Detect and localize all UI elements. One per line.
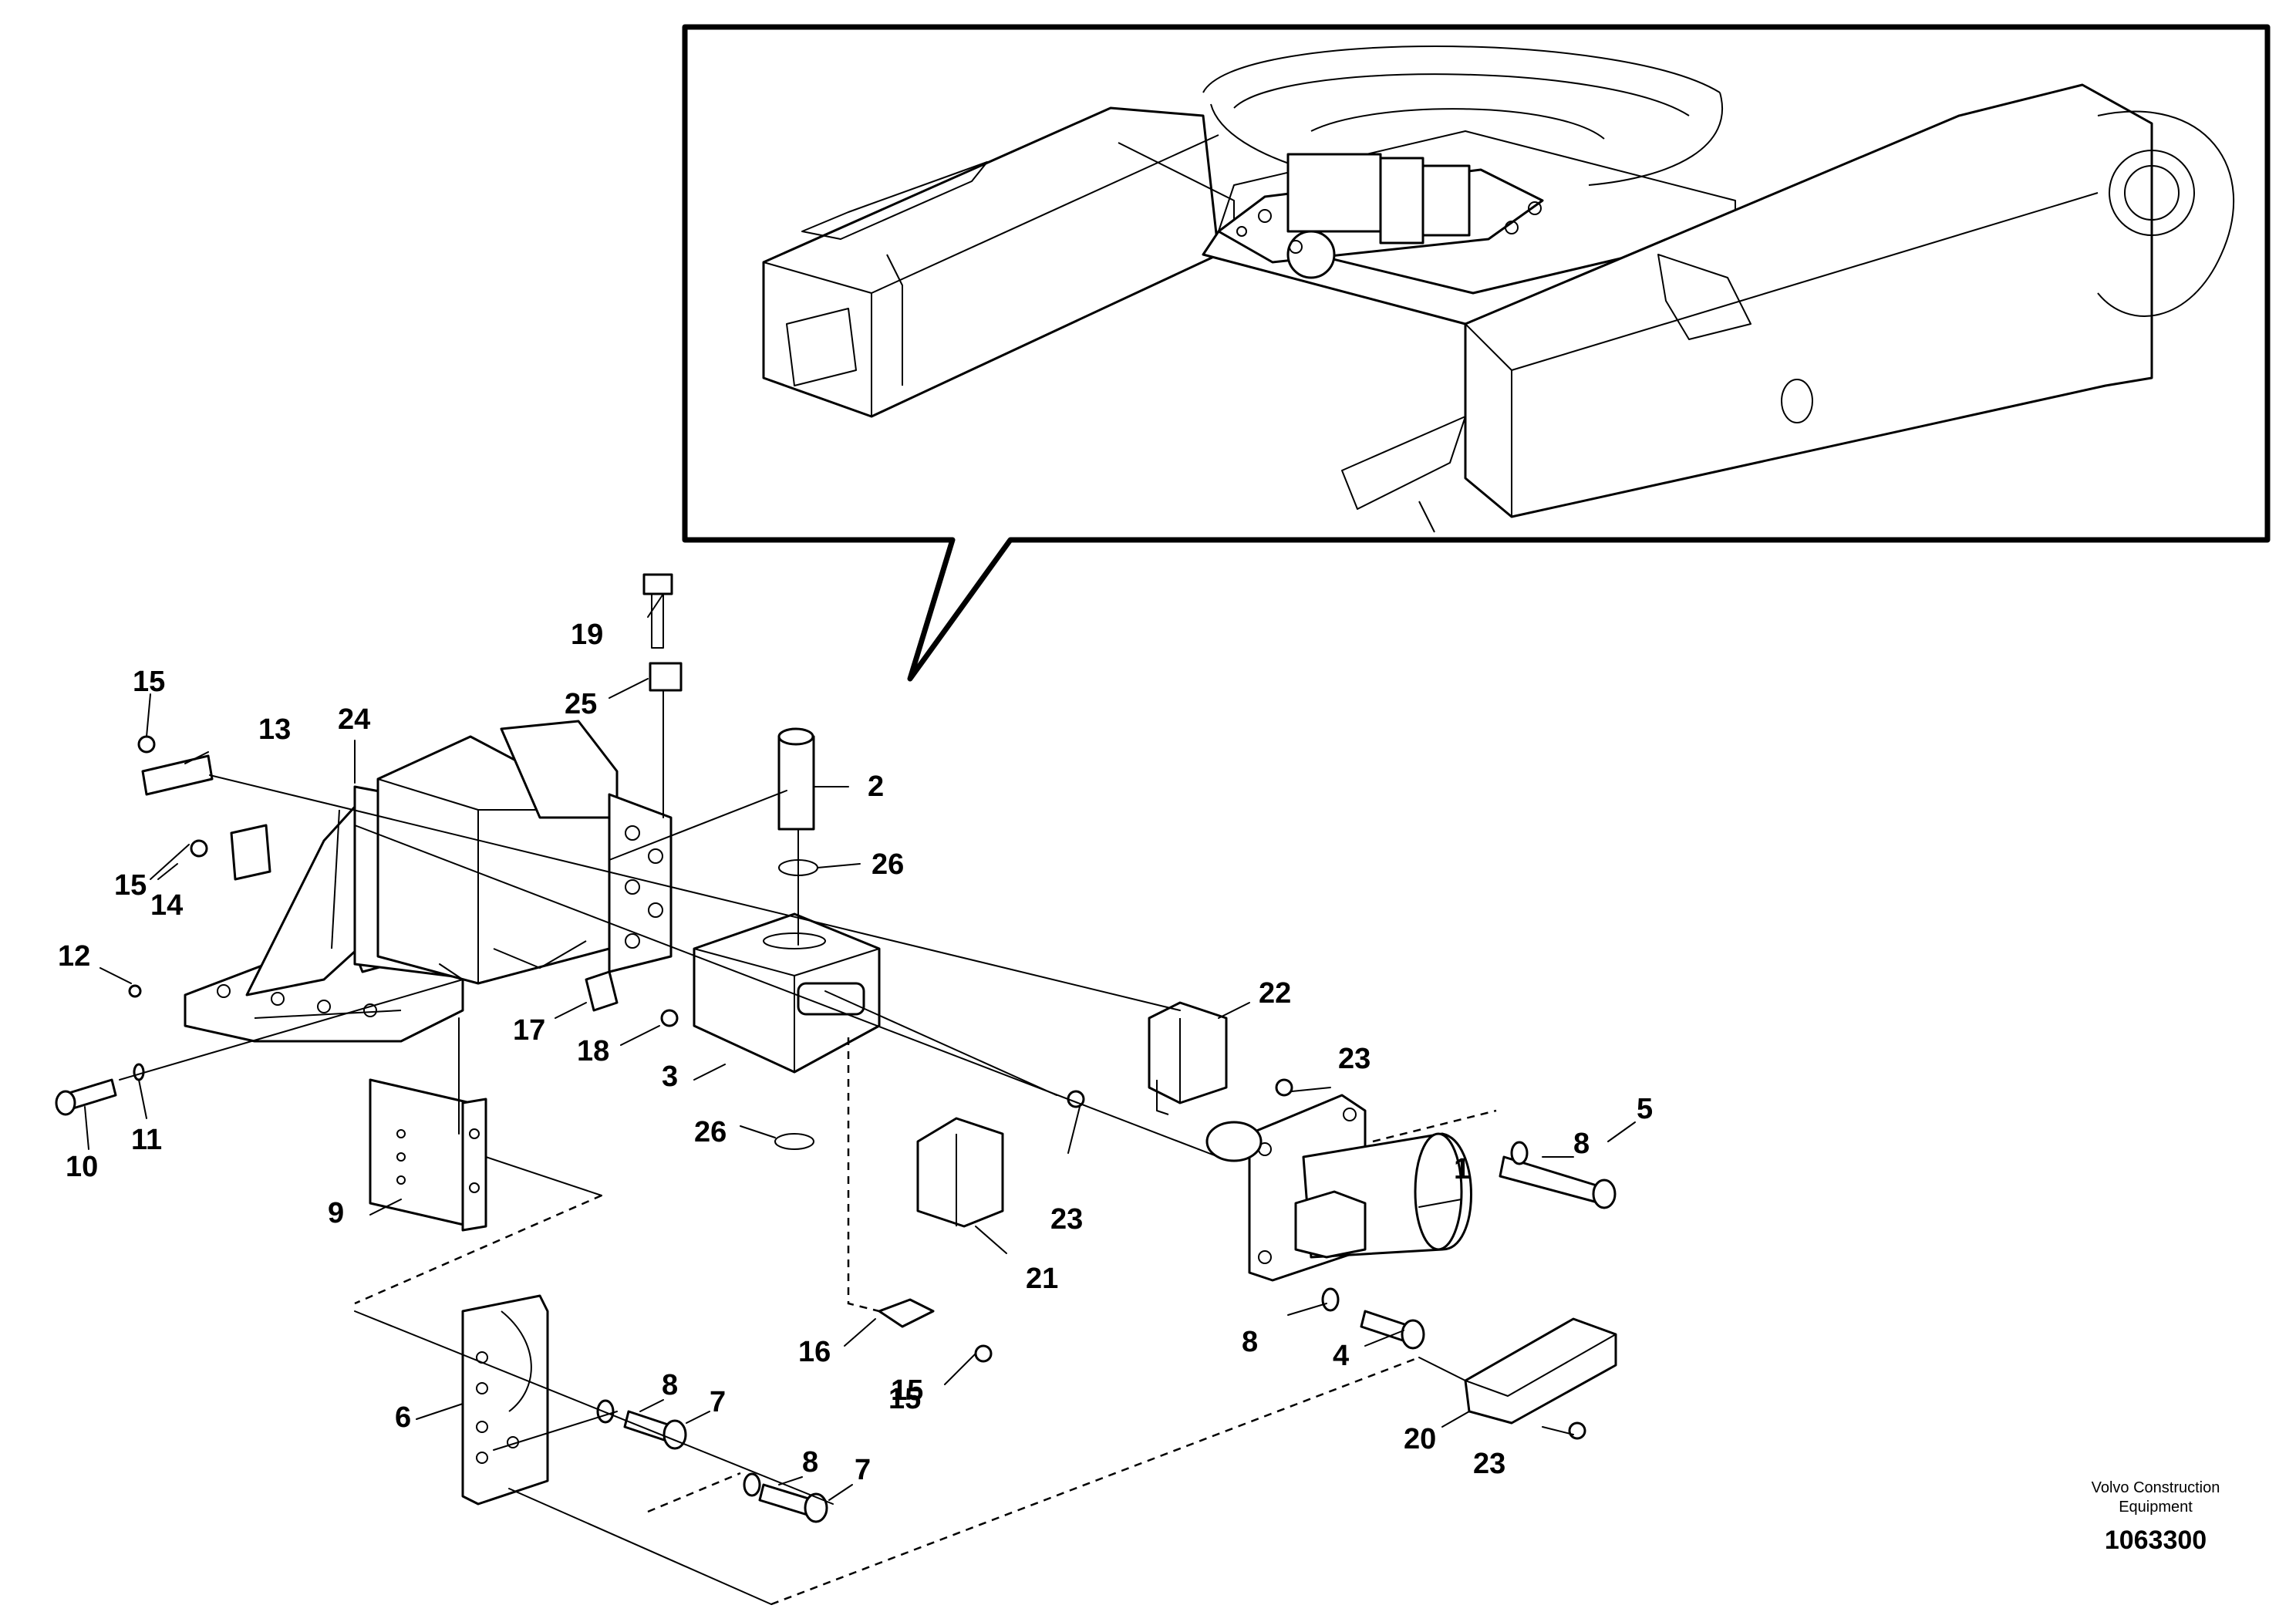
part-label: 5 [1637, 1093, 1653, 1125]
part-label: 10 [66, 1151, 98, 1183]
bolt-5 [1499, 1155, 1617, 1209]
part-label: 15 [888, 1383, 921, 1415]
part-label: 23 [1473, 1448, 1505, 1480]
dashed-lines [354, 1037, 1497, 1606]
part-label: 18 [577, 1035, 609, 1067]
part-label: 26 [694, 1116, 727, 1148]
part-label: 19 [571, 619, 603, 651]
bolt-19 [642, 573, 673, 649]
leader-lines [84, 593, 1636, 1501]
part-label: 11 [131, 1124, 162, 1156]
pin-cylinder [777, 727, 815, 831]
footer-block: Volvo Construction Equipment 1063300 [2092, 1479, 2220, 1555]
part-label: 12 [58, 940, 90, 973]
part-label: 2 [868, 771, 884, 803]
part-label: 22 [1259, 977, 1291, 1010]
rotary-joint-1 [1205, 1094, 1472, 1282]
rotary-valve-assembly [1217, 153, 1544, 279]
bolt-10 [55, 1078, 117, 1116]
part-label: 15 [114, 869, 147, 902]
part-label: 23 [1338, 1043, 1371, 1075]
part-label: 4 [1333, 1340, 1349, 1372]
part-label: 8 [1242, 1326, 1258, 1358]
clip-16 [878, 1298, 935, 1328]
part-label: 15 [133, 666, 165, 698]
frame-right-beam [1341, 83, 2234, 533]
bracket-plate-6 [461, 1294, 549, 1506]
sliding-block [693, 912, 881, 1074]
part-label: 9 [328, 1197, 344, 1229]
part-label: 7 [855, 1454, 871, 1486]
part-label: 20 [1404, 1423, 1436, 1455]
part-label: 8 [1573, 1128, 1590, 1160]
frame-left-beam [762, 106, 1235, 418]
part-label: 16 [798, 1336, 831, 1368]
part-label: 17 [513, 1014, 545, 1047]
cover-20 [1464, 1317, 1617, 1425]
inset-callout [682, 24, 2271, 682]
bolt-7b [758, 1483, 828, 1523]
sensor-21 [916, 1117, 1004, 1228]
plate-9 [369, 1078, 487, 1232]
part-label: 14 [150, 889, 183, 922]
company-name-line2: Equipment [2119, 1499, 2193, 1516]
part-label: 1 [1454, 1153, 1470, 1185]
part-label: 13 [258, 713, 291, 746]
drawing-number: 1063300 [2105, 1526, 2207, 1555]
part-label: 23 [1050, 1203, 1083, 1236]
swing-bearing-ring [1202, 46, 1724, 194]
part-label: 25 [565, 688, 597, 720]
spacer-25 [649, 662, 683, 692]
small-screws [128, 735, 1586, 1440]
part-labels: 1 2 3 4 5 6 7 7 8 8 8 8 9 10 11 12 13 14… [58, 619, 1653, 1486]
small-brackets [141, 754, 619, 1012]
sensor-cover-22 [1148, 1001, 1228, 1115]
part-label: 24 [338, 703, 370, 736]
company-name-line1: Volvo Construction [2092, 1479, 2220, 1496]
valve-housing [376, 720, 673, 985]
part-label: 6 [395, 1401, 411, 1434]
part-label: 21 [1026, 1263, 1058, 1295]
part-label: 8 [802, 1446, 818, 1479]
bolt-4 [1360, 1310, 1425, 1350]
assembly-lines [119, 690, 1219, 1505]
part-label: 3 [662, 1061, 678, 1093]
part-label: 26 [872, 848, 904, 881]
part-label: 7 [710, 1386, 726, 1418]
part-label: 8 [662, 1369, 678, 1401]
bolt-7a [623, 1410, 687, 1450]
part-label: 15 [891, 1374, 923, 1407]
